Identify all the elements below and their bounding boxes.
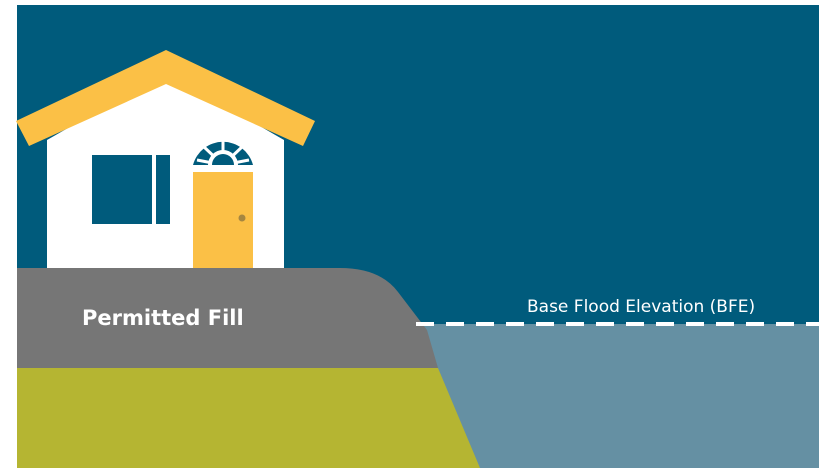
bfe-label: Base Flood Elevation (BFE) — [527, 297, 756, 317]
permitted-fill-label: Permitted Fill — [82, 306, 244, 330]
house-roof — [16, 50, 315, 146]
natural-ground — [17, 368, 480, 468]
door-knob-icon — [238, 214, 246, 222]
house-window — [92, 155, 152, 224]
house-icon — [16, 50, 315, 268]
door-fanlight-icon — [193, 138, 253, 167]
permitted-fill — [17, 268, 438, 368]
house-window-side — [156, 155, 170, 224]
floodwater — [410, 324, 819, 468]
